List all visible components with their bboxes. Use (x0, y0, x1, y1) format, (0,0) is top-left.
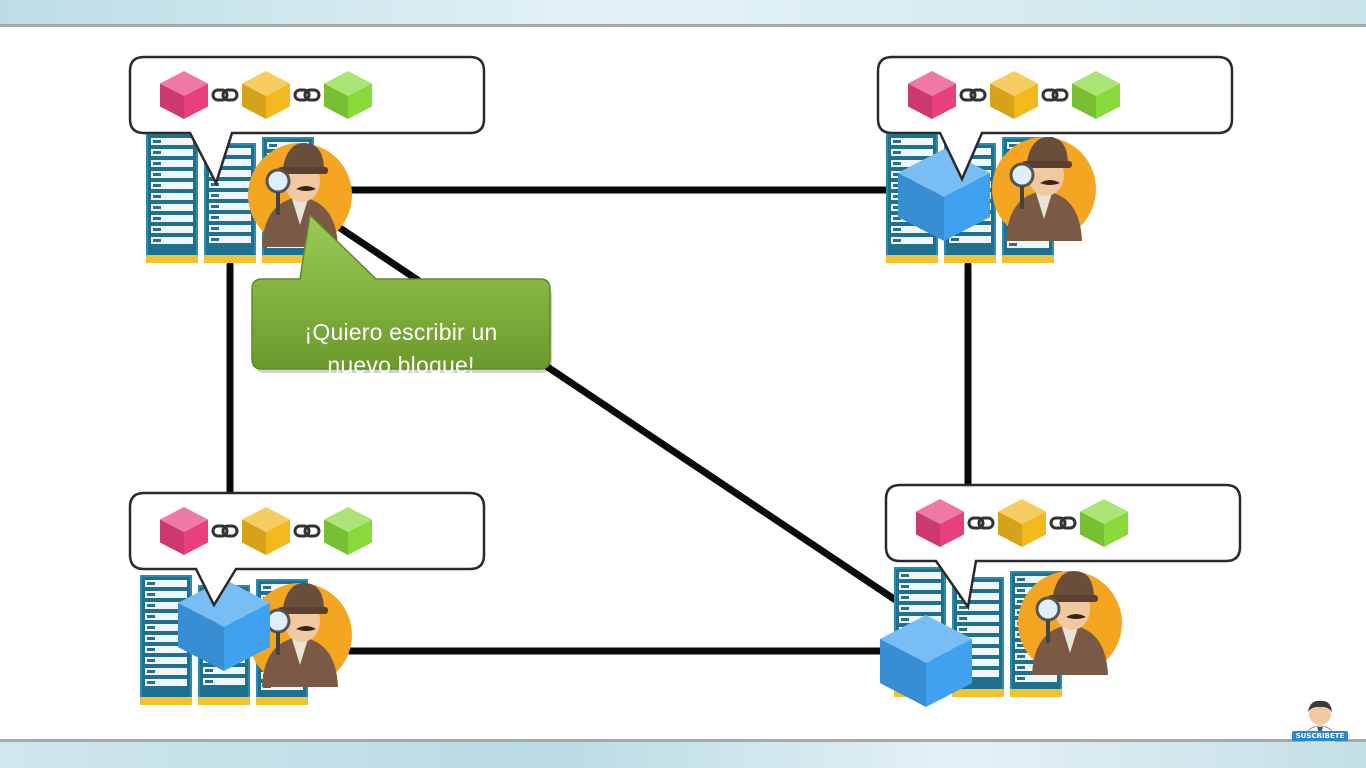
blockchain-bubble (128, 55, 486, 187)
chain-block-green (1072, 71, 1120, 119)
speech-bubble-layer (251, 213, 552, 373)
new-block-blue (178, 579, 270, 671)
blockchain-bubble (876, 55, 1234, 183)
chain-link-icon (967, 516, 995, 530)
chain-block-pink (160, 507, 208, 555)
node-top-left (128, 55, 486, 263)
chain-block-yellow (998, 499, 1046, 547)
chain-block-yellow (242, 71, 290, 119)
chain-block-pink (160, 71, 208, 119)
chain-block-pink (916, 499, 964, 547)
speech-bubble (251, 213, 552, 373)
blockchain-network-diagram (128, 55, 1242, 707)
detective-avatar-icon (248, 143, 352, 247)
chain-link-icon (1049, 516, 1077, 530)
chain-block-green (324, 507, 372, 555)
blockchain-bubble (884, 483, 1242, 611)
chain-link-icon (211, 524, 239, 538)
server-rack (146, 133, 198, 263)
node-bottom-right (880, 483, 1242, 707)
bottom-background-band (0, 742, 1366, 768)
node-top-right (876, 55, 1234, 263)
new-block-blue (898, 149, 990, 241)
chain-link-icon (293, 88, 321, 102)
node-bottom-left (128, 491, 486, 705)
blockchain-bubble (128, 491, 486, 608)
chain-link-icon (1041, 88, 1069, 102)
chain-block-yellow (990, 71, 1038, 119)
chain-block-green (324, 71, 372, 119)
network-nodes (128, 55, 1242, 707)
chain-link-icon (959, 88, 987, 102)
top-background-band (0, 0, 1366, 24)
slide-canvas: ¡Quiero escribir un nuevo bloque! (0, 24, 1366, 742)
chain-link-icon (293, 524, 321, 538)
chain-block-green (1080, 499, 1128, 547)
chain-block-pink (908, 71, 956, 119)
detective-avatar-icon (248, 583, 352, 687)
detective-avatar-icon (992, 137, 1096, 241)
speech-bubble-text: ¡Quiero escribir un nuevo bloque! (304, 319, 498, 378)
chain-link-icon (211, 88, 239, 102)
detective-avatar-icon (1018, 571, 1122, 675)
subscribe-label: SUSCRIBETE (1292, 731, 1348, 741)
new-block-blue (880, 615, 972, 707)
chain-block-yellow (242, 507, 290, 555)
